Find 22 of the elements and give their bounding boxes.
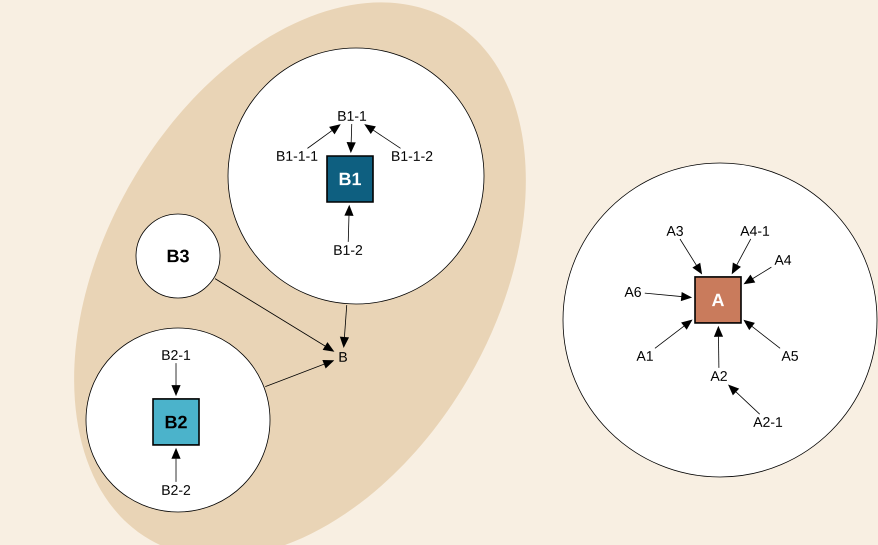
node-label: B2-1 bbox=[162, 350, 190, 360]
node-label: A6 bbox=[624, 287, 641, 297]
node-label: A4 bbox=[774, 255, 792, 265]
circle-region bbox=[562, 162, 878, 478]
node-label: B bbox=[339, 352, 347, 362]
node-label: A4-1 bbox=[740, 226, 770, 236]
circle-region bbox=[228, 48, 484, 304]
node-label: A3 bbox=[666, 226, 683, 236]
circle-node: B3 bbox=[136, 214, 220, 298]
node-label: B1-2 bbox=[334, 245, 362, 255]
node-label: A2 bbox=[710, 371, 727, 381]
node-label: B2-2 bbox=[162, 485, 190, 495]
square-box: B1 bbox=[326, 155, 374, 203]
node-label: A5 bbox=[781, 351, 798, 361]
node-label: A1 bbox=[636, 351, 653, 361]
node-label: B1-1-1 bbox=[277, 151, 318, 161]
circle-region bbox=[86, 328, 270, 512]
square-box: B2 bbox=[152, 398, 200, 446]
node-label: A2-1 bbox=[753, 417, 782, 427]
node-label: B1-1-2 bbox=[392, 151, 432, 161]
square-box: A bbox=[694, 276, 742, 324]
node-label: B1-1 bbox=[338, 111, 366, 121]
